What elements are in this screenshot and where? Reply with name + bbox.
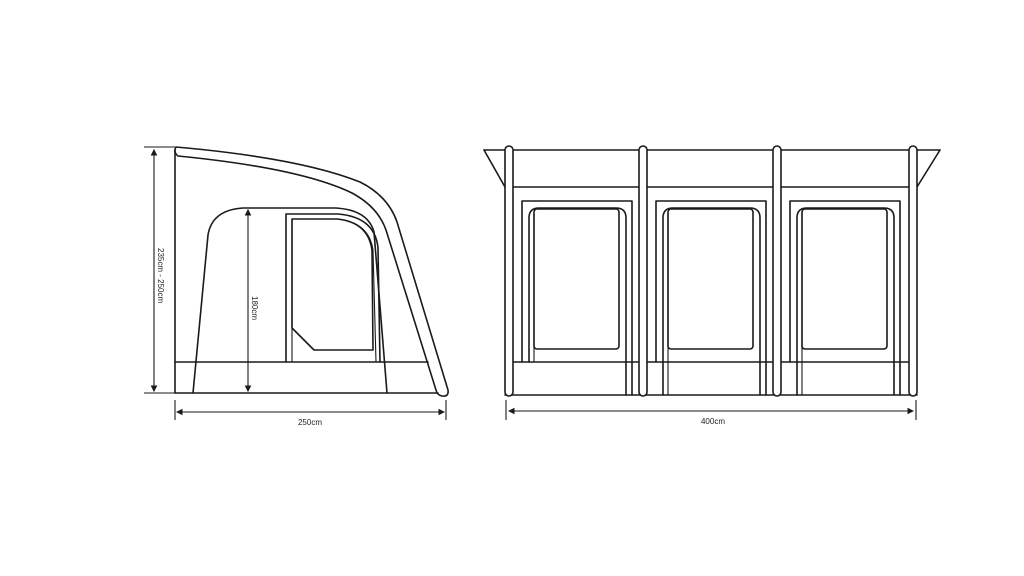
depth-label: 250cm — [298, 418, 322, 427]
side-view: 235cm - 250cm 180cm 250cm — [144, 146, 449, 427]
air-pole — [504, 145, 514, 397]
width-label: 400cm — [701, 417, 725, 426]
door-bay — [655, 200, 767, 396]
door-window-panel — [533, 208, 620, 350]
right-valance-wing — [916, 149, 941, 188]
air-pole — [908, 145, 918, 397]
air-pole — [772, 145, 782, 397]
window-frame-outer — [285, 213, 381, 363]
bay-frame — [789, 200, 901, 396]
door-arch — [796, 207, 895, 396]
height-label: 235cm - 250cm — [156, 248, 165, 303]
bay-frame — [655, 200, 767, 396]
door-height-label: 180cm — [250, 296, 259, 320]
door-window-panel — [667, 208, 754, 350]
front-view: 400cm — [483, 145, 941, 426]
door-arch — [528, 207, 627, 396]
air-pole — [638, 145, 648, 397]
door-arch — [662, 207, 761, 396]
left-valance-wing — [483, 149, 506, 188]
door-window-panel — [801, 208, 888, 350]
bay-frame — [521, 200, 633, 396]
door-bay — [789, 200, 901, 396]
roof-air-beam — [174, 146, 449, 397]
window-panel — [291, 218, 374, 351]
door-bay — [521, 200, 633, 396]
door-arch — [192, 207, 388, 394]
